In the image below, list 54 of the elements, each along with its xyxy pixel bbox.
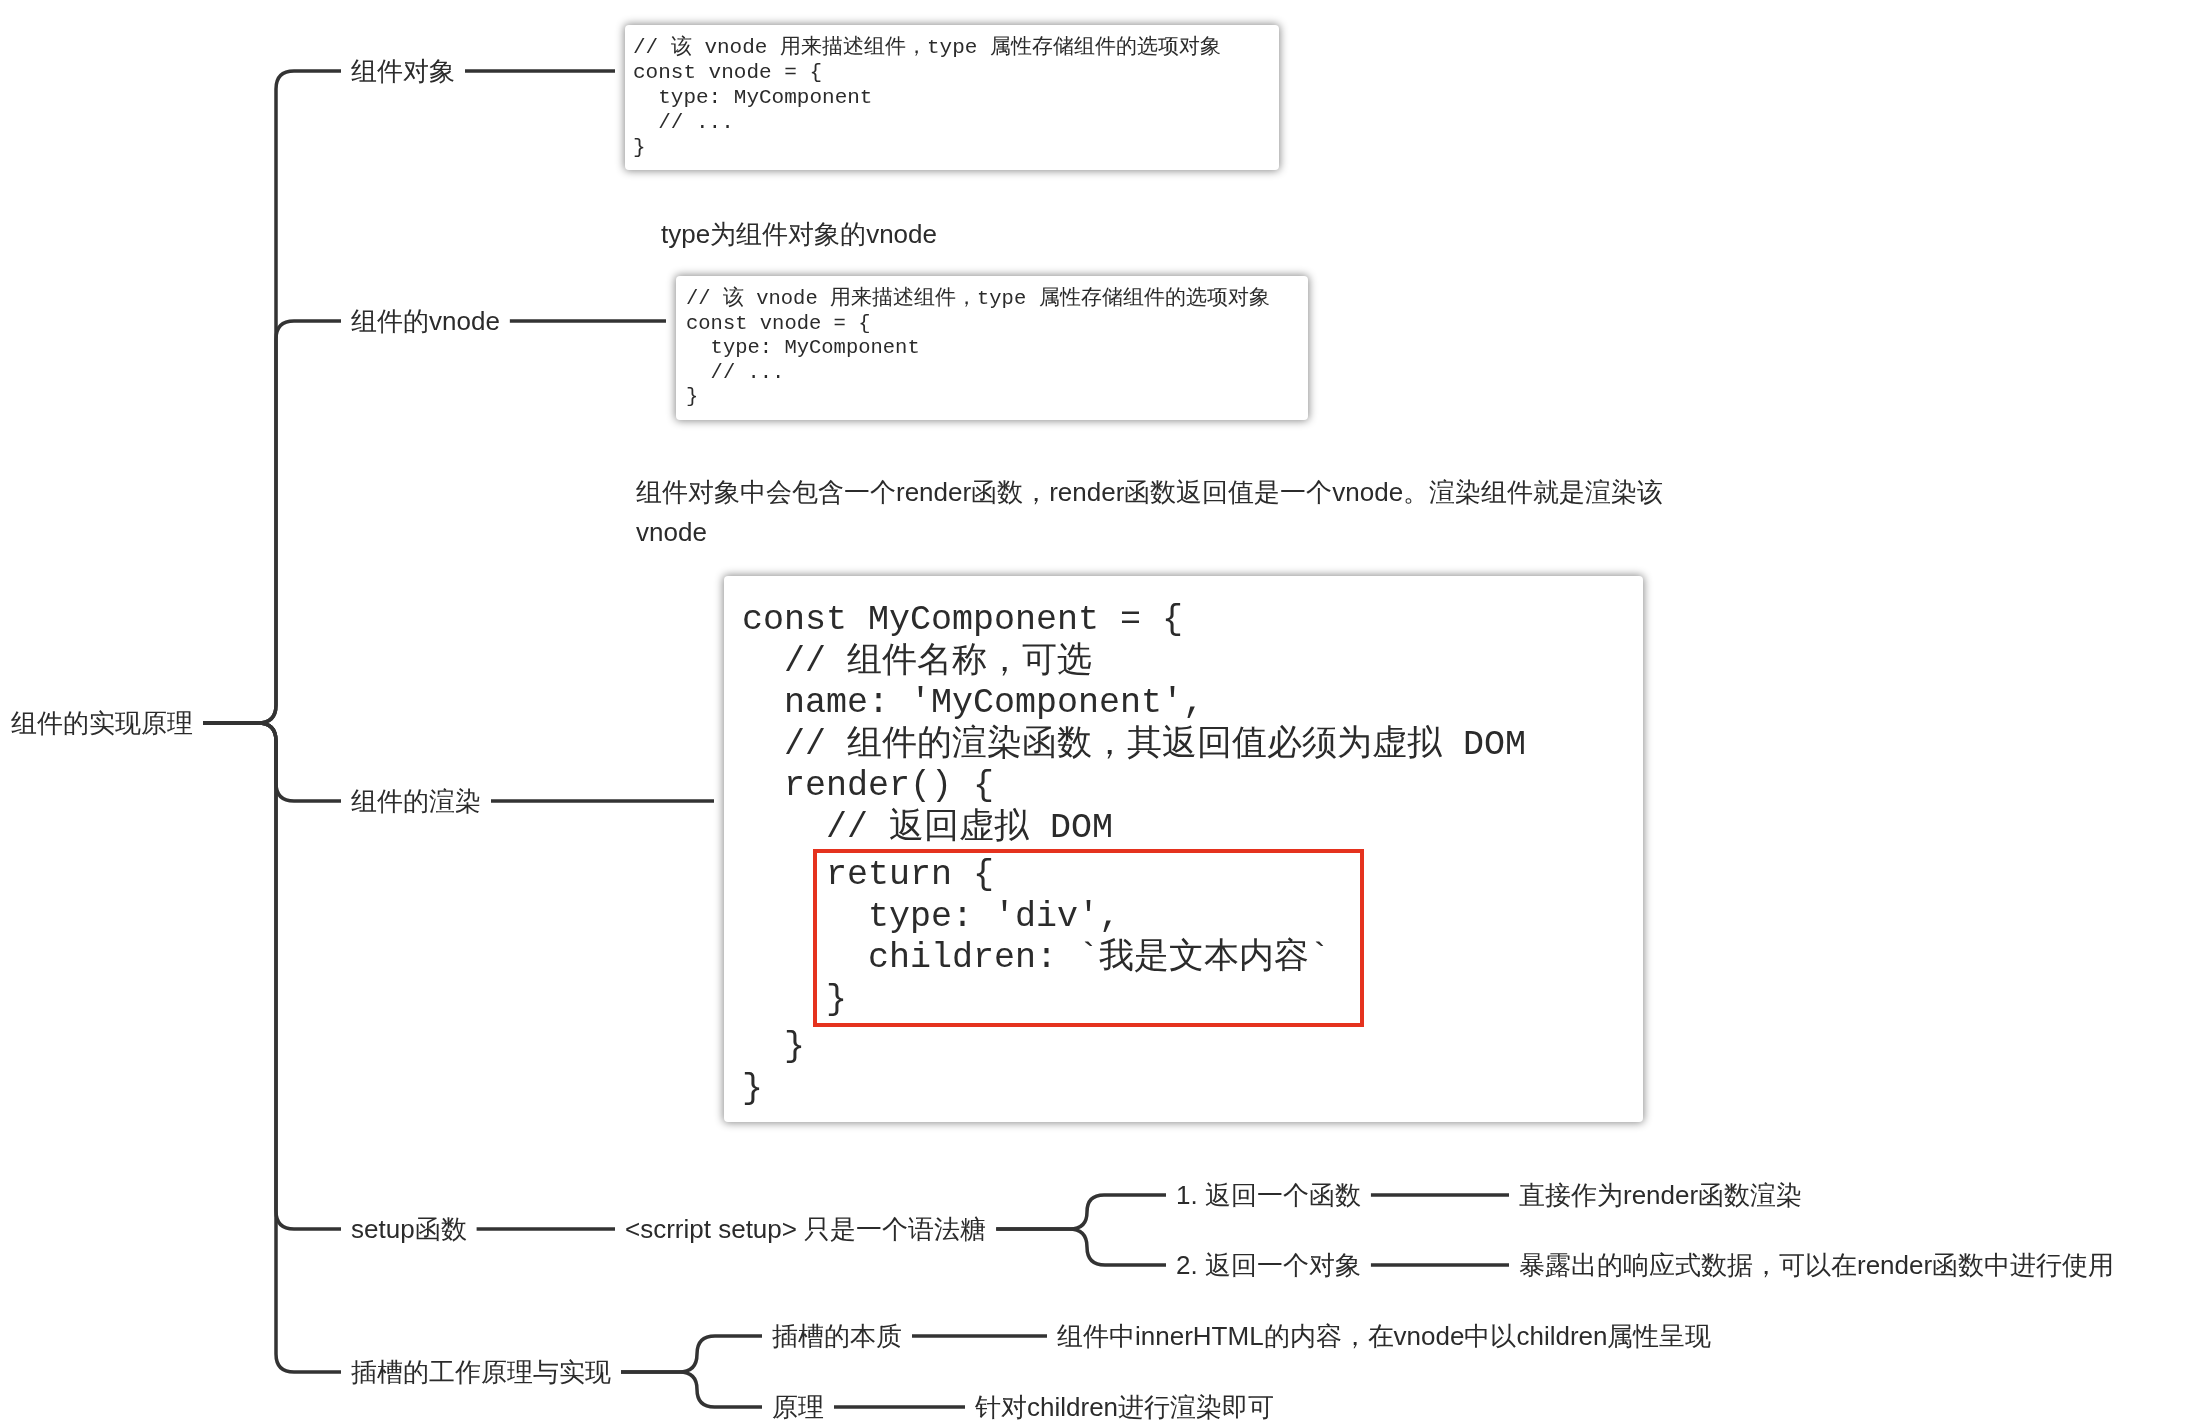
subtopic-label: 组件中innerHTML的内容，在vnode中以children属性呈现	[1057, 1319, 1712, 1353]
branch-line	[996, 1227, 1166, 1267]
code-line: // ...	[710, 360, 785, 385]
branch-line	[509, 319, 666, 323]
topic-caption: type为组件对象的vnode	[661, 218, 938, 251]
code-line: // ...	[658, 110, 734, 135]
subtopic-label: 暴露出的响应式数据，可以在render函数中进行使用	[1519, 1248, 2115, 1282]
code-line: // 组件的渲染函数，其返回值必须为虚拟 DOM	[784, 724, 1527, 766]
main-topic: setup函数	[351, 1212, 467, 1246]
branch-line	[834, 1405, 965, 1409]
subtopic-label: <scrript setup> 只是一个语法糖	[625, 1212, 987, 1246]
code-line: }	[686, 385, 699, 410]
code-line: type: 'div',	[868, 896, 1121, 938]
code-line: const MyComponent = {	[742, 600, 1184, 642]
code-line: children: `我是文本内容`	[868, 938, 1331, 980]
subtopic-label: 原理	[772, 1390, 824, 1424]
subtopic-label: 插槽的本质	[772, 1319, 902, 1353]
code-snippet-card	[625, 25, 1279, 170]
code-line: }	[742, 1068, 763, 1110]
code-line: type: MyComponent	[658, 85, 873, 110]
code-line: }	[633, 135, 646, 160]
branch-line	[203, 721, 341, 1374]
code-snippet-card	[724, 576, 1643, 1122]
branch-line	[1370, 1263, 1509, 1267]
code-line: type: MyComponent	[710, 336, 920, 361]
branch-line	[1370, 1193, 1509, 1197]
code-line: render() {	[784, 766, 995, 808]
code-line: }	[826, 979, 847, 1021]
code-line: // 该 vnode 用来描述组件，type 属性存储组件的选项对象	[686, 287, 1270, 312]
main-topic: 插槽的工作原理与实现	[351, 1355, 611, 1389]
code-line: // 返回虚拟 DOM	[826, 807, 1114, 849]
code-snippet-card	[676, 276, 1308, 420]
branch-line	[476, 1227, 615, 1231]
code-line: const vnode = {	[633, 60, 823, 85]
subtopic-label: 直接作为render函数渲染	[1519, 1178, 1803, 1212]
code-line: // 该 vnode 用来描述组件，type 属性存储组件的选项对象	[633, 35, 1222, 60]
main-topic: 组件对象	[351, 54, 455, 88]
subtopic-label: 针对children进行渲染即可	[975, 1390, 1275, 1424]
subtopic-label: 1. 返回一个函数	[1176, 1178, 1361, 1212]
branch-line	[912, 1334, 1047, 1338]
central-topic: 组件的实现原理	[11, 706, 193, 740]
code-line: return {	[826, 855, 995, 897]
main-topic: 组件的渲染	[351, 784, 481, 818]
main-topic: 组件的vnode	[351, 304, 500, 338]
subtopic-label: 2. 返回一个对象	[1176, 1248, 1361, 1282]
code-line: name: 'MyComponent',	[784, 683, 1205, 724]
highlight-box	[813, 849, 1364, 1027]
branch-line	[465, 69, 615, 73]
branch-line	[621, 1370, 762, 1409]
code-line: const vnode = {	[686, 311, 871, 336]
topic-caption: 组件对象中会包含一个render函数，render函数返回值是一个vnode。渲染组件就是渲染该vnode	[636, 476, 1665, 549]
code-line: // 组件名称，可选	[784, 641, 1092, 683]
branch-line	[491, 799, 714, 803]
code-line: }	[784, 1027, 805, 1069]
